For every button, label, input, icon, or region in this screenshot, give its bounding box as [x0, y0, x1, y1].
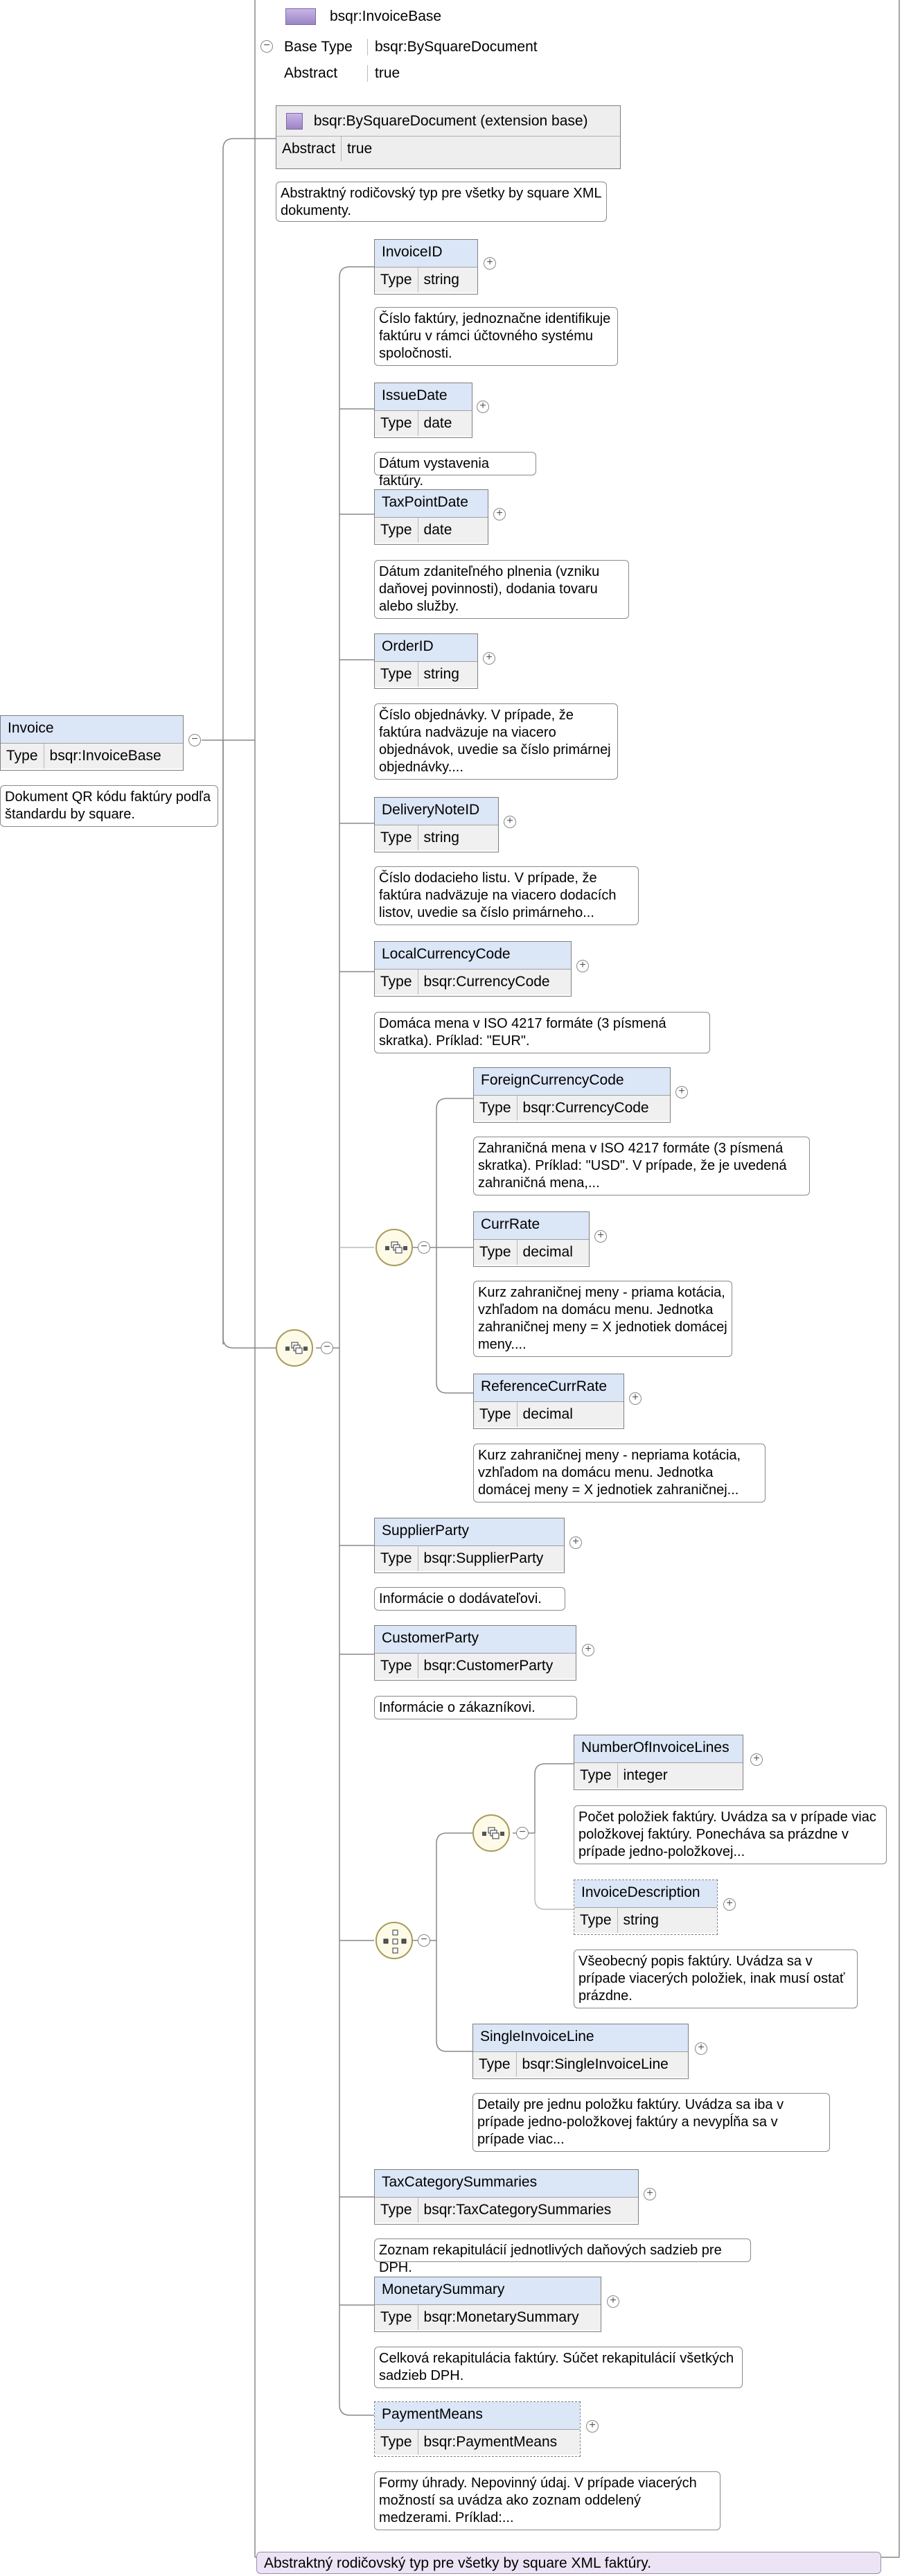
element-doc: Všeobecný popis faktúry. Uvádza sa v prí… — [574, 1949, 858, 2008]
root-element-invoice[interactable]: Invoice Type bsqr:InvoiceBase — [0, 715, 184, 771]
element-doc: Zoznam rekapitulácií jednotlivých daňový… — [374, 2238, 751, 2275]
expand-icon[interactable]: + — [484, 257, 496, 270]
expand-icon[interactable]: + — [504, 816, 516, 828]
expand-icon[interactable]: + — [695, 2042, 707, 2055]
element-doc: Číslo objednávky. V prípade, že faktúra … — [374, 703, 618, 780]
expand-icon[interactable]: + — [477, 401, 489, 413]
collapse-icon[interactable]: − — [418, 1934, 430, 1947]
element-doc: Informácie o zákazníkovi. — [374, 1696, 577, 1719]
sequence-compositor-icon[interactable] — [375, 1229, 413, 1266]
expand-icon[interactable]: + — [582, 1644, 594, 1656]
root-element-name: Invoice — [1, 716, 183, 744]
expand-icon[interactable]: + — [493, 508, 506, 520]
collapse-icon[interactable]: − — [418, 1241, 430, 1254]
abstract-value: true — [347, 141, 373, 157]
element-doc: Celková rekapitulácia faktúry. Súčet rek… — [374, 2347, 743, 2388]
element-doc: Informácie o dodávateľovi. — [374, 1587, 565, 1611]
base-type-title: bsqr:InvoiceBase — [285, 8, 448, 25]
base-type-row: Base Type bsqr:BySquareDocument — [277, 39, 545, 55]
root-element-doc: Dokument QR kódu faktúry podľa štandardu… — [0, 785, 218, 827]
type-value: bsqr:InvoiceBase — [49, 748, 161, 764]
element-doc: Kurz zahraničnej meny - priama kotácia, … — [473, 1281, 732, 1357]
collapse-icon[interactable]: − — [321, 1342, 333, 1354]
element-doc: Číslo dodacieho listu. V prípade, že fak… — [374, 866, 639, 925]
collapse-icon[interactable]: − — [260, 40, 273, 53]
collapse-icon[interactable]: − — [188, 734, 201, 746]
base-type-name: bsqr:InvoiceBase — [330, 8, 442, 24]
element-doc: Kurz zahraničnej meny - nepriama kotácia… — [473, 1444, 766, 1502]
element-doc: Detaily pre jednu položku faktúry. Uvádz… — [472, 2093, 830, 2152]
choice-compositor-icon[interactable] — [375, 1922, 413, 1959]
element-doc: Formy úhrady. Nepovinný údaj. V prípade … — [374, 2471, 720, 2530]
expand-icon[interactable]: + — [750, 1753, 763, 1766]
element-doc: Zahraničná mena v ISO 4217 formáte (3 pí… — [473, 1137, 810, 1195]
expand-icon[interactable]: + — [607, 2295, 619, 2308]
sequence-compositor-icon[interactable] — [276, 1329, 313, 1367]
abstract-row: Abstract true — [277, 65, 407, 82]
type-label: Type — [1, 744, 44, 769]
collapse-icon[interactable]: − — [516, 1827, 529, 1839]
expand-icon[interactable]: + — [675, 1086, 688, 1098]
footer-doc: Abstraktný rodičovský typ pre všetky by … — [256, 2552, 881, 2574]
extension-base-node[interactable]: bsqr:BySquareDocument (extension base) A… — [276, 105, 621, 169]
element-doc: Domáca mena v ISO 4217 formáte (3 písmen… — [374, 1012, 710, 1053]
expand-icon[interactable]: + — [483, 652, 495, 665]
expand-icon[interactable]: + — [644, 2188, 656, 2200]
element-doc: Dátum zdaniteľného plnenia (vzniku daňov… — [374, 560, 629, 619]
expand-icon[interactable]: + — [586, 2420, 599, 2433]
element-doc: Dátum vystavenia faktúry. — [374, 452, 536, 489]
sequence-compositor-icon[interactable] — [472, 1814, 510, 1852]
extension-base-doc: Abstraktný rodičovský typ pre všetky by … — [276, 182, 607, 222]
element-doc: Číslo faktúry, jednoznačne identifikuje … — [374, 307, 618, 366]
expand-icon[interactable]: + — [569, 1536, 582, 1549]
abstract-label: Abstract — [276, 137, 342, 161]
complex-type-icon — [285, 8, 316, 25]
expand-icon[interactable]: + — [723, 1898, 736, 1911]
expand-icon[interactable]: + — [629, 1392, 642, 1405]
expand-icon[interactable]: + — [594, 1230, 607, 1243]
expand-icon[interactable]: + — [576, 960, 589, 972]
extension-base-name: bsqr:BySquareDocument (extension base) — [313, 113, 588, 129]
element-doc: Počet položiek faktúry. Uvádza sa v príp… — [574, 1805, 887, 1864]
complex-type-icon — [286, 113, 303, 130]
